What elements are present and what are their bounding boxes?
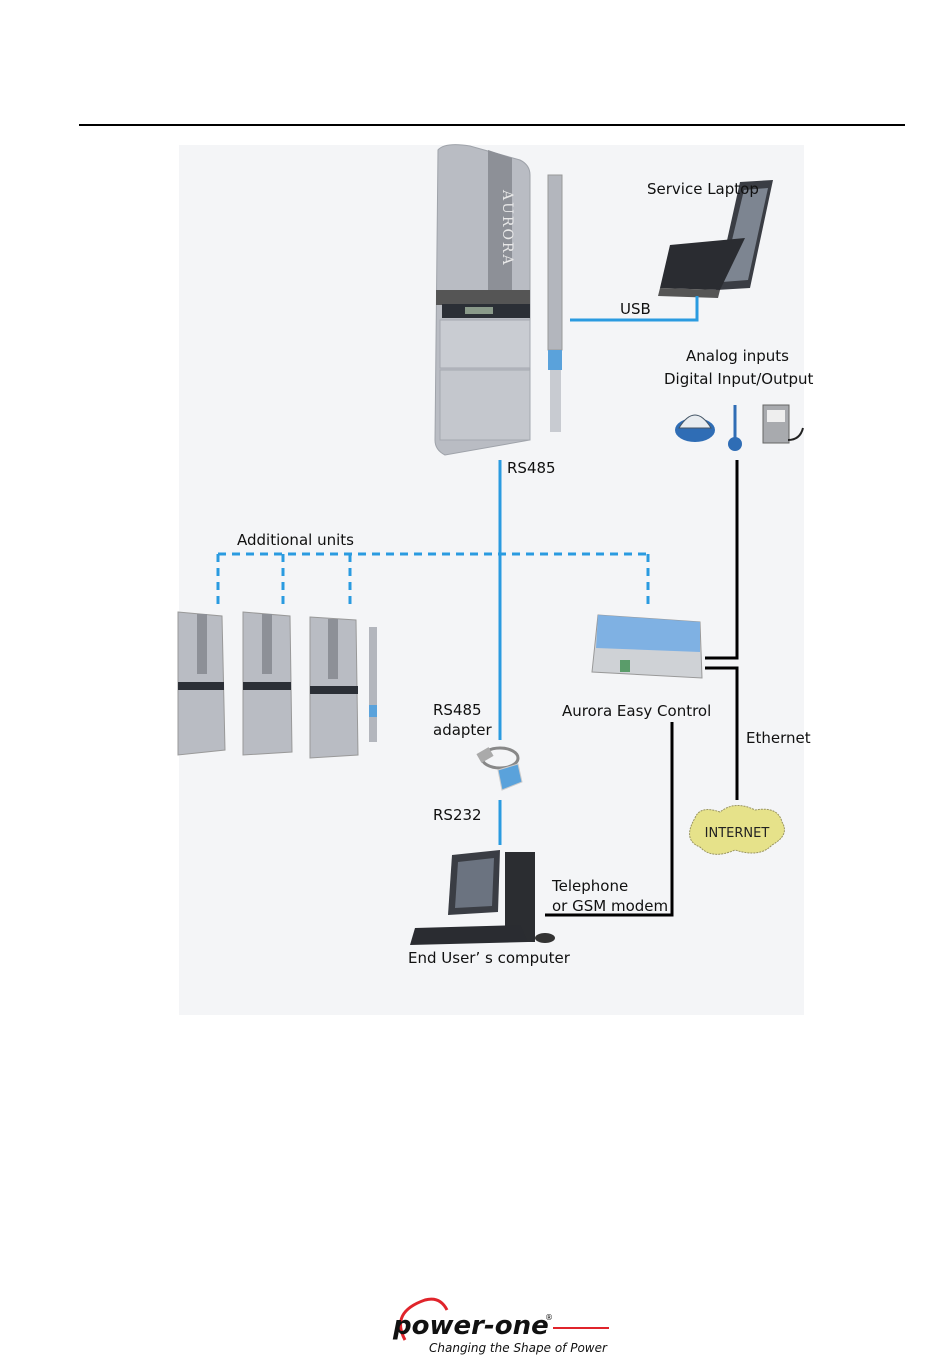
rs232-label: RS232: [433, 806, 482, 825]
inverter-brand-text: AURORA: [499, 189, 515, 267]
additional-units-label: Additional units: [237, 531, 354, 550]
main-inverter: AURORA: [435, 145, 562, 455]
power-one-logo: power-one ® Changing the Shape of Power: [385, 1292, 615, 1358]
aurora-easy-control-device: [592, 615, 702, 678]
end-user-computer-label: End User’ s computer: [408, 949, 570, 968]
digital-io-label: Digital Input/Output: [664, 370, 813, 389]
ethernet-label: Ethernet: [746, 729, 811, 748]
logo-tagline: Changing the Shape of Power: [429, 1341, 608, 1355]
ethernet-wire: [705, 668, 737, 800]
inverter-unit-3: [310, 617, 377, 758]
rs485-adapter-label-1: RS485: [433, 701, 482, 720]
additional-inverters: [178, 612, 377, 758]
additional-units-bus: [218, 554, 648, 607]
service-laptop-label: Service Laptop: [647, 180, 759, 199]
internet-label: INTERNET: [705, 826, 770, 841]
telephone-label-2: or GSM modem: [552, 897, 668, 916]
internet-cloud: INTERNET: [690, 805, 785, 854]
usb-label: USB: [620, 300, 651, 319]
sensor-icons: [675, 405, 803, 451]
rs485-adapter-icon: [476, 747, 522, 790]
inverter-unit-2: [243, 612, 292, 755]
computer-icon: [410, 850, 555, 945]
analog-inputs-label: Analog inputs: [686, 347, 789, 366]
logo-registered: ®: [545, 1313, 553, 1322]
aurora-easy-control-label: Aurora Easy Control: [562, 702, 711, 721]
inverter-unit-1: [178, 612, 225, 755]
telephone-label-1: Telephone: [552, 877, 628, 896]
rs485-adapter-label-2: adapter: [433, 721, 492, 740]
logo-text: power-one: [392, 1311, 549, 1341]
rs485-label: RS485: [507, 459, 556, 478]
sensor-wire: [705, 460, 737, 658]
